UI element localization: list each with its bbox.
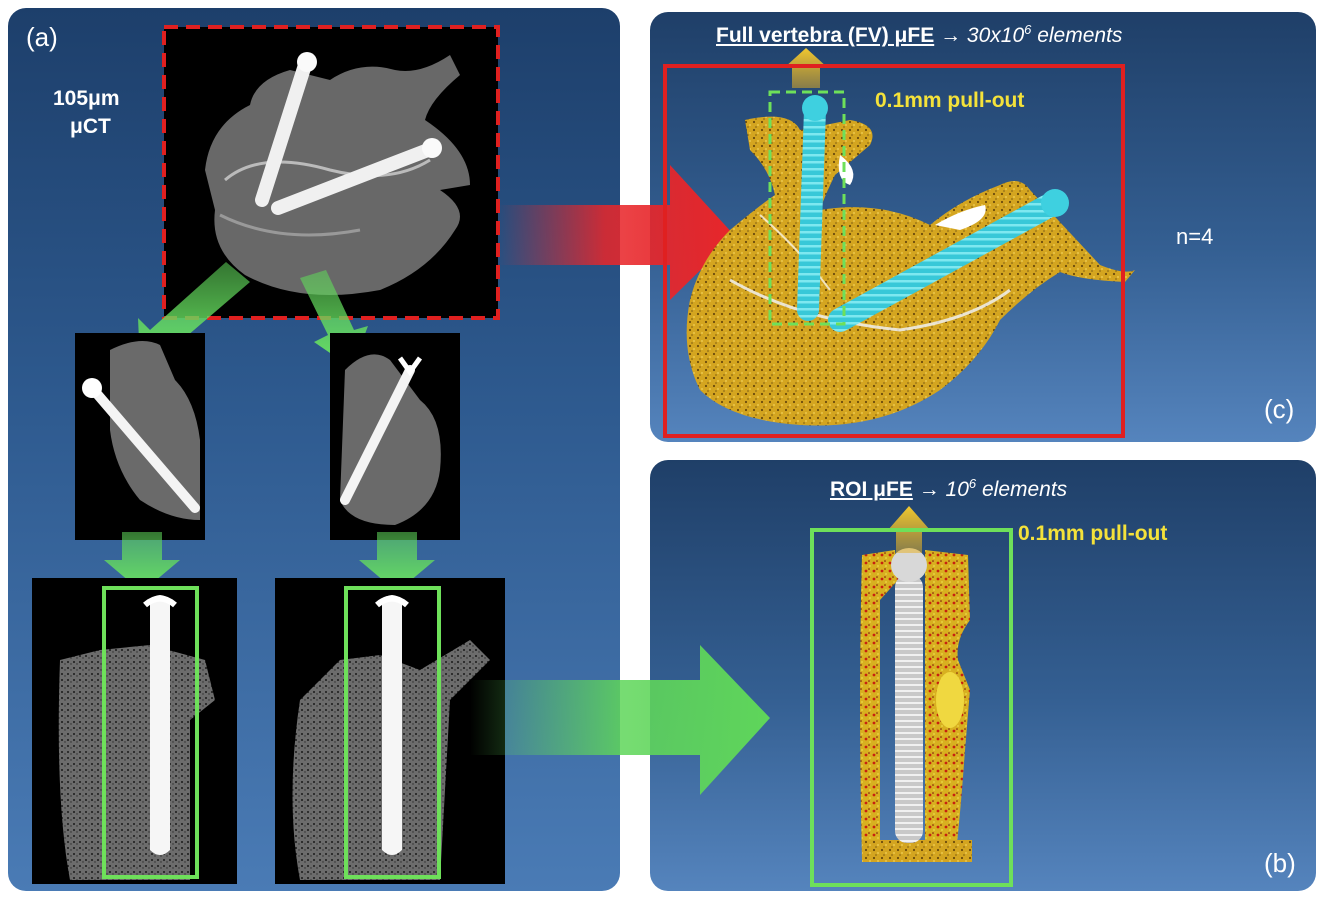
roi-screw: [891, 548, 927, 843]
green-arrow-to-roi: [470, 645, 770, 795]
